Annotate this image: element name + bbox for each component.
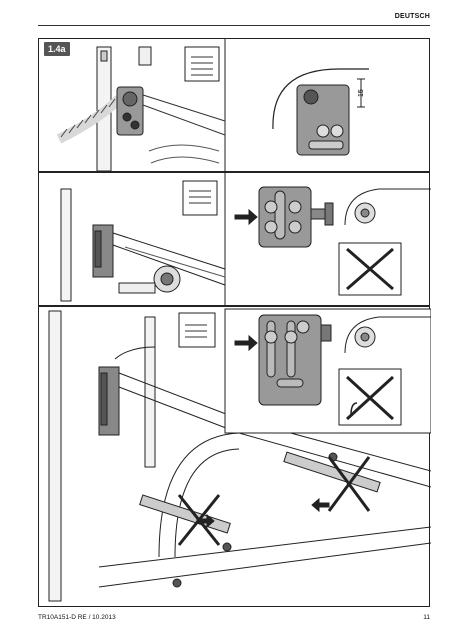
cross-out-icon [345,375,395,421]
arrow-right-icon [234,208,258,226]
panel-step-1: 1.4a [38,38,430,173]
panel-2-illustration [60,173,431,307]
cross-out-icon [346,247,394,291]
panel-step-2 [38,172,431,307]
panel-3-illustration [48,308,431,602]
spring-assembly-icon [56,46,226,172]
header-divider [38,25,430,26]
dimension-label: 15 [358,89,365,97]
page-number: 11 [423,614,430,621]
document-id: TR10A151-D RE / 10.2013 [38,614,116,621]
panel-step-3 [38,306,431,607]
bracket-icon [272,68,369,156]
step-label: 1.4a [44,42,70,56]
hand-icon [350,402,358,416]
language-label: DEUTSCH [394,13,430,20]
panel-1-illustration: 15 [56,39,369,173]
cross-out-icon [177,456,371,546]
